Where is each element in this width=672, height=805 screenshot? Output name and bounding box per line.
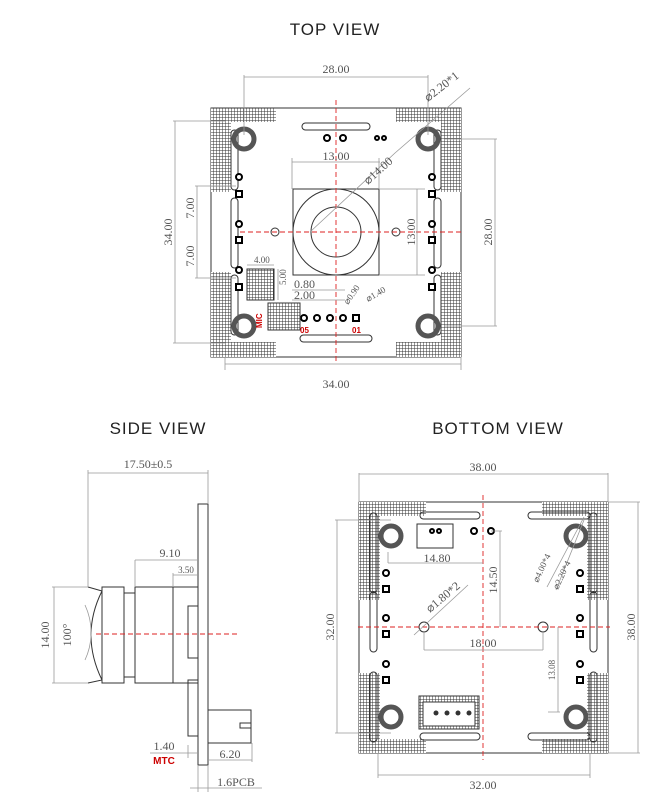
side-lens-front [87, 586, 103, 684]
dim-holes-span: 18.00 [470, 636, 497, 650]
dim-chip-height: 5.00 [278, 269, 288, 285]
side-fov-arc [84, 604, 92, 661]
side-view: SIDE VIEW 17.50±0.5 9.10 3.50 14.00 100°… [38, 419, 262, 792]
dim-right-height: 28.00 [481, 219, 495, 246]
bottom-board [358, 501, 609, 754]
side-lens-barrel [101, 586, 125, 684]
bottom-slots [369, 511, 598, 743]
bottom-view: BOTTOM VIEW [323, 419, 640, 792]
dim-mtc-gap: 1.40 [154, 739, 175, 753]
side-holder-base [172, 586, 199, 684]
side-lens-curve [90, 590, 103, 681]
dim-lower-offset: 7.00 [183, 246, 197, 267]
dim-chip-width: 4.00 [254, 255, 270, 265]
bottom-dim-lines [335, 473, 640, 778]
dim-height-left: 34.00 [161, 219, 175, 246]
dim-body: 9.10 [160, 546, 181, 560]
dim-bottom-width: 34.00 [323, 377, 350, 391]
dim-lens-height: 13.00 [404, 219, 418, 246]
lens-screw-left [270, 227, 280, 237]
side-sensor [187, 605, 199, 659]
dim-total-length: 17.50±0.5 [124, 457, 173, 471]
dim-top-width: 38.00 [470, 460, 497, 474]
side-dim-lines [52, 470, 262, 792]
side-holder [134, 586, 174, 684]
dim-upper-offset: 7.00 [183, 198, 197, 219]
dim-right-height: 38.00 [624, 614, 638, 641]
top-view-title: TOP VIEW [290, 20, 381, 39]
dim-connector-offset: 13.08 [547, 659, 557, 680]
dim-bottom-width: 32.00 [470, 778, 497, 792]
bottom-view-title: BOTTOM VIEW [432, 419, 564, 438]
mount-holes [231, 126, 441, 339]
side-view-title: SIDE VIEW [110, 419, 207, 438]
mic [267, 302, 301, 331]
bottom-component [416, 523, 454, 549]
dim-offset-x: 14.80 [424, 551, 451, 565]
side-mtc [187, 679, 199, 737]
side-connector [207, 709, 252, 744]
side-connector-tab [239, 722, 252, 729]
chip [246, 268, 275, 301]
dim-hole: ⌀2.20*1 [421, 69, 461, 105]
bottom-mount-holes [378, 523, 589, 730]
side-pcb [197, 503, 209, 766]
top-dim-lines [173, 75, 497, 370]
dim-offset-y: 14.50 [486, 567, 500, 594]
dim-fov-angle: 100° [60, 623, 74, 646]
connector-pins [433, 710, 472, 716]
dim-pcb: 1.6PCB [217, 775, 255, 789]
pin-label-01: 01 [352, 326, 361, 335]
dim-pitch-b: 2.00 [294, 288, 315, 302]
bottom-pins [382, 527, 584, 684]
dim-lens-width: 13.00 [323, 149, 350, 163]
mic-label: MIC [255, 313, 264, 328]
dim-top-width: 28.00 [323, 62, 350, 76]
dim-holder: 3.50 [178, 565, 194, 575]
dim-pitch-a: 0.80 [294, 277, 315, 291]
side-lens-neck [123, 592, 136, 678]
dim-lens-height: 14.00 [38, 622, 52, 649]
mtc-label: MTC [153, 756, 175, 767]
side-pins [235, 134, 436, 322]
slots [230, 122, 442, 343]
corner-hatches [211, 108, 461, 357]
pin-label-05: 05 [300, 326, 309, 335]
dim-left-height: 32.00 [323, 614, 337, 641]
dim-connector: 6.20 [220, 747, 241, 761]
top-view: TOP VIEW [161, 20, 497, 391]
